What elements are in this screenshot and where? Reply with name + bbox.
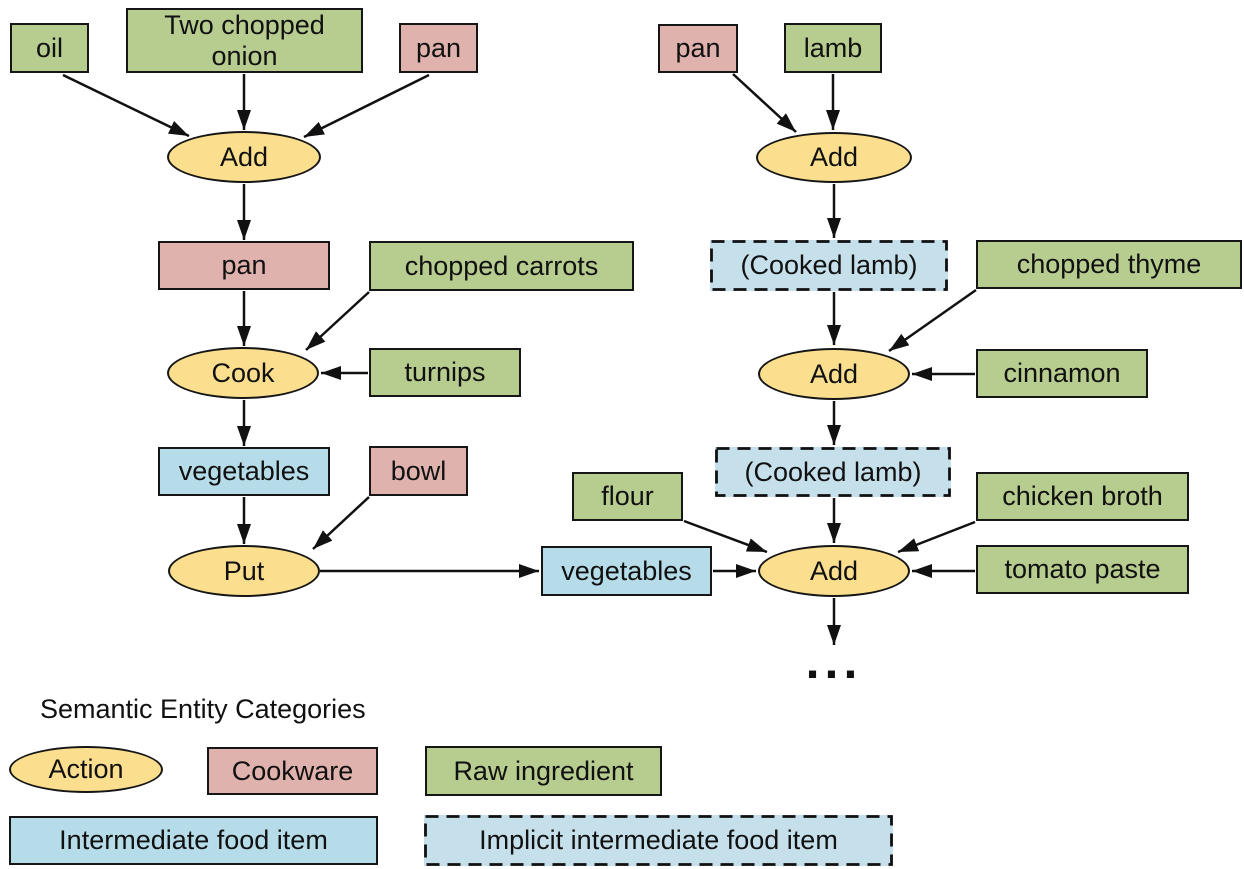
node-lamb: lamb xyxy=(784,23,882,73)
node-cinnamon: cinnamon xyxy=(976,349,1148,398)
node-flour: flour xyxy=(572,472,683,521)
legend-title: Semantic Entity Categories xyxy=(40,694,366,724)
node-vegetables-mid-label: vegetables xyxy=(561,555,692,586)
node-chopped-thyme: chopped thyme xyxy=(976,240,1242,289)
node-vegetables-left-label: vegetables xyxy=(178,456,310,487)
node-cooked-lamb-2: (Cooked lamb) xyxy=(715,447,951,497)
legend-intermediate-label: Intermediate food item xyxy=(59,825,328,856)
action-add-right-3-label: Add xyxy=(809,555,859,586)
edge-broth-add3 xyxy=(897,520,976,554)
node-vegetables-mid: vegetables xyxy=(541,546,712,596)
node-pan-right-label: pan xyxy=(675,33,721,64)
edge-rpan-add1 xyxy=(732,73,797,133)
node-flour-label: flour xyxy=(601,481,654,512)
action-cook: Cook xyxy=(167,347,319,399)
node-pan-top-left-label: pan xyxy=(415,32,462,63)
legend-cookware-swatch: Cookware xyxy=(207,747,378,795)
node-bowl-label: bowl xyxy=(390,455,447,486)
node-two-chopped-onion-label: Two chopped onion xyxy=(164,10,325,70)
onion-line-1: Two chopped xyxy=(164,10,325,41)
node-cooked-lamb-1-label: (Cooked lamb) xyxy=(740,250,918,281)
edge-thyme-add2 xyxy=(888,288,977,353)
legend-cookware-label: Cookware xyxy=(231,755,354,786)
edge-pan-add xyxy=(303,73,430,139)
node-pan-top-left: pan xyxy=(399,23,478,73)
action-add-left-label: Add xyxy=(219,141,269,172)
node-chopped-carrots-label: chopped carrots xyxy=(404,250,599,281)
node-chopped-carrots: chopped carrots xyxy=(369,241,634,291)
node-pan-right: pan xyxy=(658,24,738,73)
node-tomato-paste-label: tomato paste xyxy=(1004,554,1161,585)
action-add-right-3: Add xyxy=(758,545,910,597)
action-put: Put xyxy=(168,545,320,597)
legend-raw-ingredient-label: Raw ingredient xyxy=(453,755,634,786)
onion-line-2: onion xyxy=(211,40,278,71)
dashed-border-icon xyxy=(715,447,951,497)
node-pan-mid-left: pan xyxy=(158,241,330,290)
node-pan-mid-left-label: pan xyxy=(221,250,267,281)
node-cooked-lamb-1: (Cooked lamb) xyxy=(710,240,948,291)
node-chicken-broth: chicken broth xyxy=(976,472,1189,521)
dashed-border-icon xyxy=(710,240,948,291)
legend-intermediate-swatch: Intermediate food item xyxy=(9,816,378,865)
edge-bowl-put xyxy=(312,496,370,550)
node-lamb-label: lamb xyxy=(803,32,863,63)
node-cinnamon-label: cinnamon xyxy=(1003,358,1121,389)
node-cooked-lamb-2-label: (Cooked lamb) xyxy=(744,456,922,487)
legend-implicit-intermediate-swatch: Implicit intermediate food item xyxy=(424,815,893,866)
action-add-right-2: Add xyxy=(758,348,910,400)
legend-raw-ingredient-swatch: Raw ingredient xyxy=(425,746,662,796)
action-put-label: Put xyxy=(223,555,265,586)
node-turnips: turnips xyxy=(369,348,521,397)
legend-action-label: Action xyxy=(48,754,124,785)
action-add-right-1: Add xyxy=(756,132,912,183)
legend-implicit-intermediate-label: Implicit intermediate food item xyxy=(479,825,838,856)
action-add-right-2-label: Add xyxy=(809,358,859,389)
node-chicken-broth-label: chicken broth xyxy=(1002,481,1163,512)
node-chopped-thyme-label: chopped thyme xyxy=(1016,249,1202,280)
node-two-chopped-onion: Two chopped onion xyxy=(126,8,363,73)
edge-oil-add xyxy=(62,73,190,138)
edge-carrots-cook xyxy=(305,291,370,351)
node-oil: oil xyxy=(10,23,89,73)
node-turnips-label: turnips xyxy=(404,357,486,388)
node-tomato-paste: tomato paste xyxy=(976,545,1189,594)
node-oil-label: oil xyxy=(35,32,63,63)
continuation-ellipsis: ... xyxy=(805,633,863,689)
legend-action-swatch: Action xyxy=(9,746,163,793)
action-add-left: Add xyxy=(167,131,321,183)
node-vegetables-left: vegetables xyxy=(158,447,330,496)
action-add-right-1-label: Add xyxy=(809,142,859,173)
dashed-border-icon xyxy=(424,815,893,866)
action-cook-label: Cook xyxy=(211,357,275,388)
node-bowl: bowl xyxy=(369,446,468,496)
